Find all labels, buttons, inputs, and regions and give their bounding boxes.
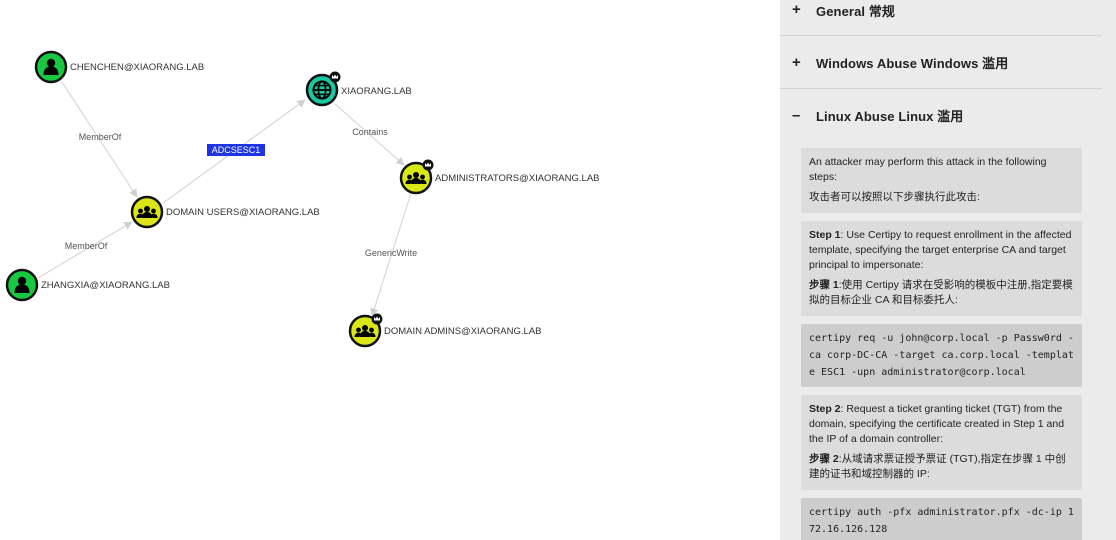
step1-block: Step 1: Use Certipy to request enrollmen… bbox=[801, 221, 1082, 316]
edge-zhangxia-memberof[interactable]: MemberOf bbox=[37, 221, 133, 279]
collapse-minus-icon: – bbox=[792, 107, 801, 124]
step1-label: Step 1 bbox=[809, 229, 841, 241]
step2-label: Step 2 bbox=[809, 403, 841, 415]
step1-code[interactable]: certipy req -u john@corp.local -p Passw0… bbox=[801, 324, 1082, 387]
graph-svg[interactable]: MemberOf MemberOf ADCSESC1 Contains Gene… bbox=[0, 0, 780, 540]
step1-label-zh: 步骤 1 bbox=[809, 279, 839, 291]
step2-code[interactable]: certipy auth -pfx administrator.pfx -dc-… bbox=[801, 498, 1082, 540]
node-label: DOMAIN ADMINS@XIAORANG.LAB bbox=[384, 326, 541, 337]
node-user-chenchen[interactable]: CHENCHEN@XIAORANG.LAB bbox=[34, 50, 204, 84]
accordion-title: Windows Abuse Windows 滥用 bbox=[816, 55, 1009, 71]
node-user-zhangxia[interactable]: ZHANGXIA@XIAORANG.LAB bbox=[5, 268, 170, 302]
step2-label-zh: 步骤 2 bbox=[809, 453, 839, 465]
node-label: DOMAIN USERS@XIAORANG.LAB bbox=[166, 207, 320, 218]
expand-plus-icon: + bbox=[792, 53, 801, 71]
edge-highlight-badge bbox=[207, 144, 265, 156]
linux-abuse-content: An attacker may perform this attack in t… bbox=[780, 142, 1116, 540]
edge-label-adcsesc1: ADCSESC1 bbox=[212, 145, 261, 155]
intro-block: An attacker may perform this attack in t… bbox=[801, 148, 1082, 213]
edge-label-contains: Contains bbox=[352, 127, 388, 137]
edge-adcsesc1[interactable]: ADCSESC1 bbox=[162, 99, 306, 204]
edge-label-memberof: MemberOf bbox=[65, 241, 108, 251]
graph-canvas[interactable]: MemberOf MemberOf ADCSESC1 Contains Gene… bbox=[0, 0, 780, 540]
accordion-linux-abuse[interactable]: – Linux Abuse Linux 滥用 bbox=[780, 89, 1102, 142]
node-label: CHENCHEN@XIAORANG.LAB bbox=[70, 62, 204, 73]
step2-text-zh: 步骤 2:从域请求票证授予票证 (TGT),指定在步骤 1 中创建的证书和域控制… bbox=[809, 453, 1066, 480]
node-group-domain-admins[interactable]: DOMAIN ADMINS@XIAORANG.LAB bbox=[348, 313, 541, 348]
edge-genericwrite[interactable]: GenericWrite bbox=[365, 192, 417, 317]
intro-text-en: An attacker may perform this attack in t… bbox=[809, 156, 1047, 183]
step2-block: Step 2: Request a ticket granting ticket… bbox=[801, 395, 1082, 490]
node-domain-xiaorang[interactable]: XIAORANG.LAB bbox=[305, 71, 412, 107]
edge-contains[interactable]: Contains bbox=[334, 103, 405, 166]
high-value-badge-icon bbox=[329, 71, 341, 83]
node-group-domain-users[interactable]: DOMAIN USERS@XIAORANG.LAB bbox=[130, 195, 320, 229]
high-value-badge-icon bbox=[371, 313, 383, 325]
step1-text-zh: 步骤 1:使用 Certipy 请求在受影响的模板中注册,指定要模拟的目标企业 … bbox=[809, 279, 1073, 306]
accordion-title: General 常规 bbox=[816, 4, 896, 19]
edge-label-memberof: MemberOf bbox=[79, 132, 122, 142]
step2-text-en: Step 2: Request a ticket granting ticket… bbox=[809, 403, 1065, 445]
step1-text-en: Step 1: Use Certipy to request enrollmen… bbox=[809, 229, 1072, 271]
node-group-administrators[interactable]: ADMINISTRATORS@XIAORANG.LAB bbox=[399, 159, 600, 195]
expand-plus-icon: + bbox=[792, 1, 801, 18]
edge-chenchen-memberof[interactable]: MemberOf bbox=[61, 81, 138, 198]
node-label: ZHANGXIA@XIAORANG.LAB bbox=[41, 280, 170, 291]
intro-text-zh: 攻击者可以按照以下步骤执行此攻击: bbox=[809, 191, 980, 203]
edge-label-genericwrite: GenericWrite bbox=[365, 248, 417, 258]
edge-info-panel: + General 常规 + Windows Abuse Windows 滥用 … bbox=[780, 0, 1116, 540]
accordion-title: Linux Abuse Linux 滥用 bbox=[816, 109, 964, 124]
accordion-general[interactable]: + General 常规 bbox=[780, 0, 1102, 36]
accordion-windows-abuse[interactable]: + Windows Abuse Windows 滥用 bbox=[780, 36, 1102, 89]
node-label: XIAORANG.LAB bbox=[341, 86, 412, 97]
node-label: ADMINISTRATORS@XIAORANG.LAB bbox=[435, 173, 600, 184]
high-value-badge-icon bbox=[422, 159, 434, 171]
